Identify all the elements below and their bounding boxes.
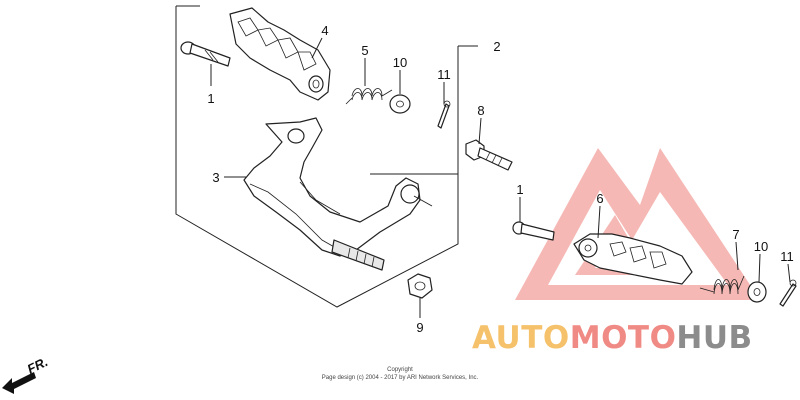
watermark-part-moto: MOTO bbox=[570, 320, 677, 356]
callout-8: 8 bbox=[477, 103, 484, 118]
callout-labels: 1 2 3 4 5 10 11 8 9 1 6 7 10 11 bbox=[207, 23, 793, 335]
watermark-text: AUTOMOTOHUB bbox=[472, 320, 753, 356]
spring-top bbox=[345, 88, 393, 105]
callout-6: 6 bbox=[596, 191, 603, 206]
svg-text:AUTOMOTOHUB: AUTOMOTOHUB bbox=[472, 320, 753, 356]
cotter-pin-top bbox=[437, 100, 451, 129]
pin-bolt-bottom bbox=[512, 221, 555, 241]
bolt-8 bbox=[465, 139, 513, 171]
callout-3: 3 bbox=[212, 170, 219, 185]
pin-bolt-top bbox=[180, 41, 231, 67]
front-arrow-icon bbox=[2, 372, 36, 394]
copyright-notice: Copyright Page design (c) 2004 - 2017 by… bbox=[322, 367, 479, 381]
front-label: FR. bbox=[25, 354, 50, 377]
callout-2: 2 bbox=[493, 39, 500, 54]
callout-7: 7 bbox=[732, 227, 739, 242]
assembly-frame bbox=[175, 5, 478, 308]
watermark-part-auto: AUTO bbox=[472, 320, 570, 356]
callout-11-bottom: 11 bbox=[780, 249, 794, 264]
copyright-line-1: Copyright bbox=[387, 367, 413, 373]
washer-bottom bbox=[747, 281, 767, 303]
footpeg-bottom bbox=[573, 233, 693, 285]
copyright-line-2: Page design (c) 2004 - 2017 by ARI Netwo… bbox=[322, 375, 479, 381]
footpeg-bracket bbox=[243, 117, 421, 271]
callout-1-bottom: 1 bbox=[516, 182, 523, 197]
footpeg-top bbox=[229, 7, 331, 101]
callout-1-top: 1 bbox=[207, 91, 214, 106]
watermark-logo-icon bbox=[515, 148, 760, 300]
leader-lines bbox=[210, 37, 791, 318]
washer-top bbox=[389, 94, 411, 114]
callout-10-bottom: 10 bbox=[754, 239, 768, 254]
callout-4: 4 bbox=[321, 23, 328, 38]
nut-9 bbox=[407, 273, 433, 299]
spring-bottom bbox=[699, 275, 745, 295]
callout-10-top: 10 bbox=[393, 55, 407, 70]
watermark-part-hub: HUB bbox=[676, 320, 752, 356]
callout-9: 9 bbox=[416, 320, 423, 335]
front-direction-indicator: FR. bbox=[2, 354, 50, 394]
callout-11-top: 11 bbox=[437, 67, 451, 82]
cotter-pin-bottom bbox=[779, 279, 797, 307]
callout-5: 5 bbox=[361, 43, 368, 58]
